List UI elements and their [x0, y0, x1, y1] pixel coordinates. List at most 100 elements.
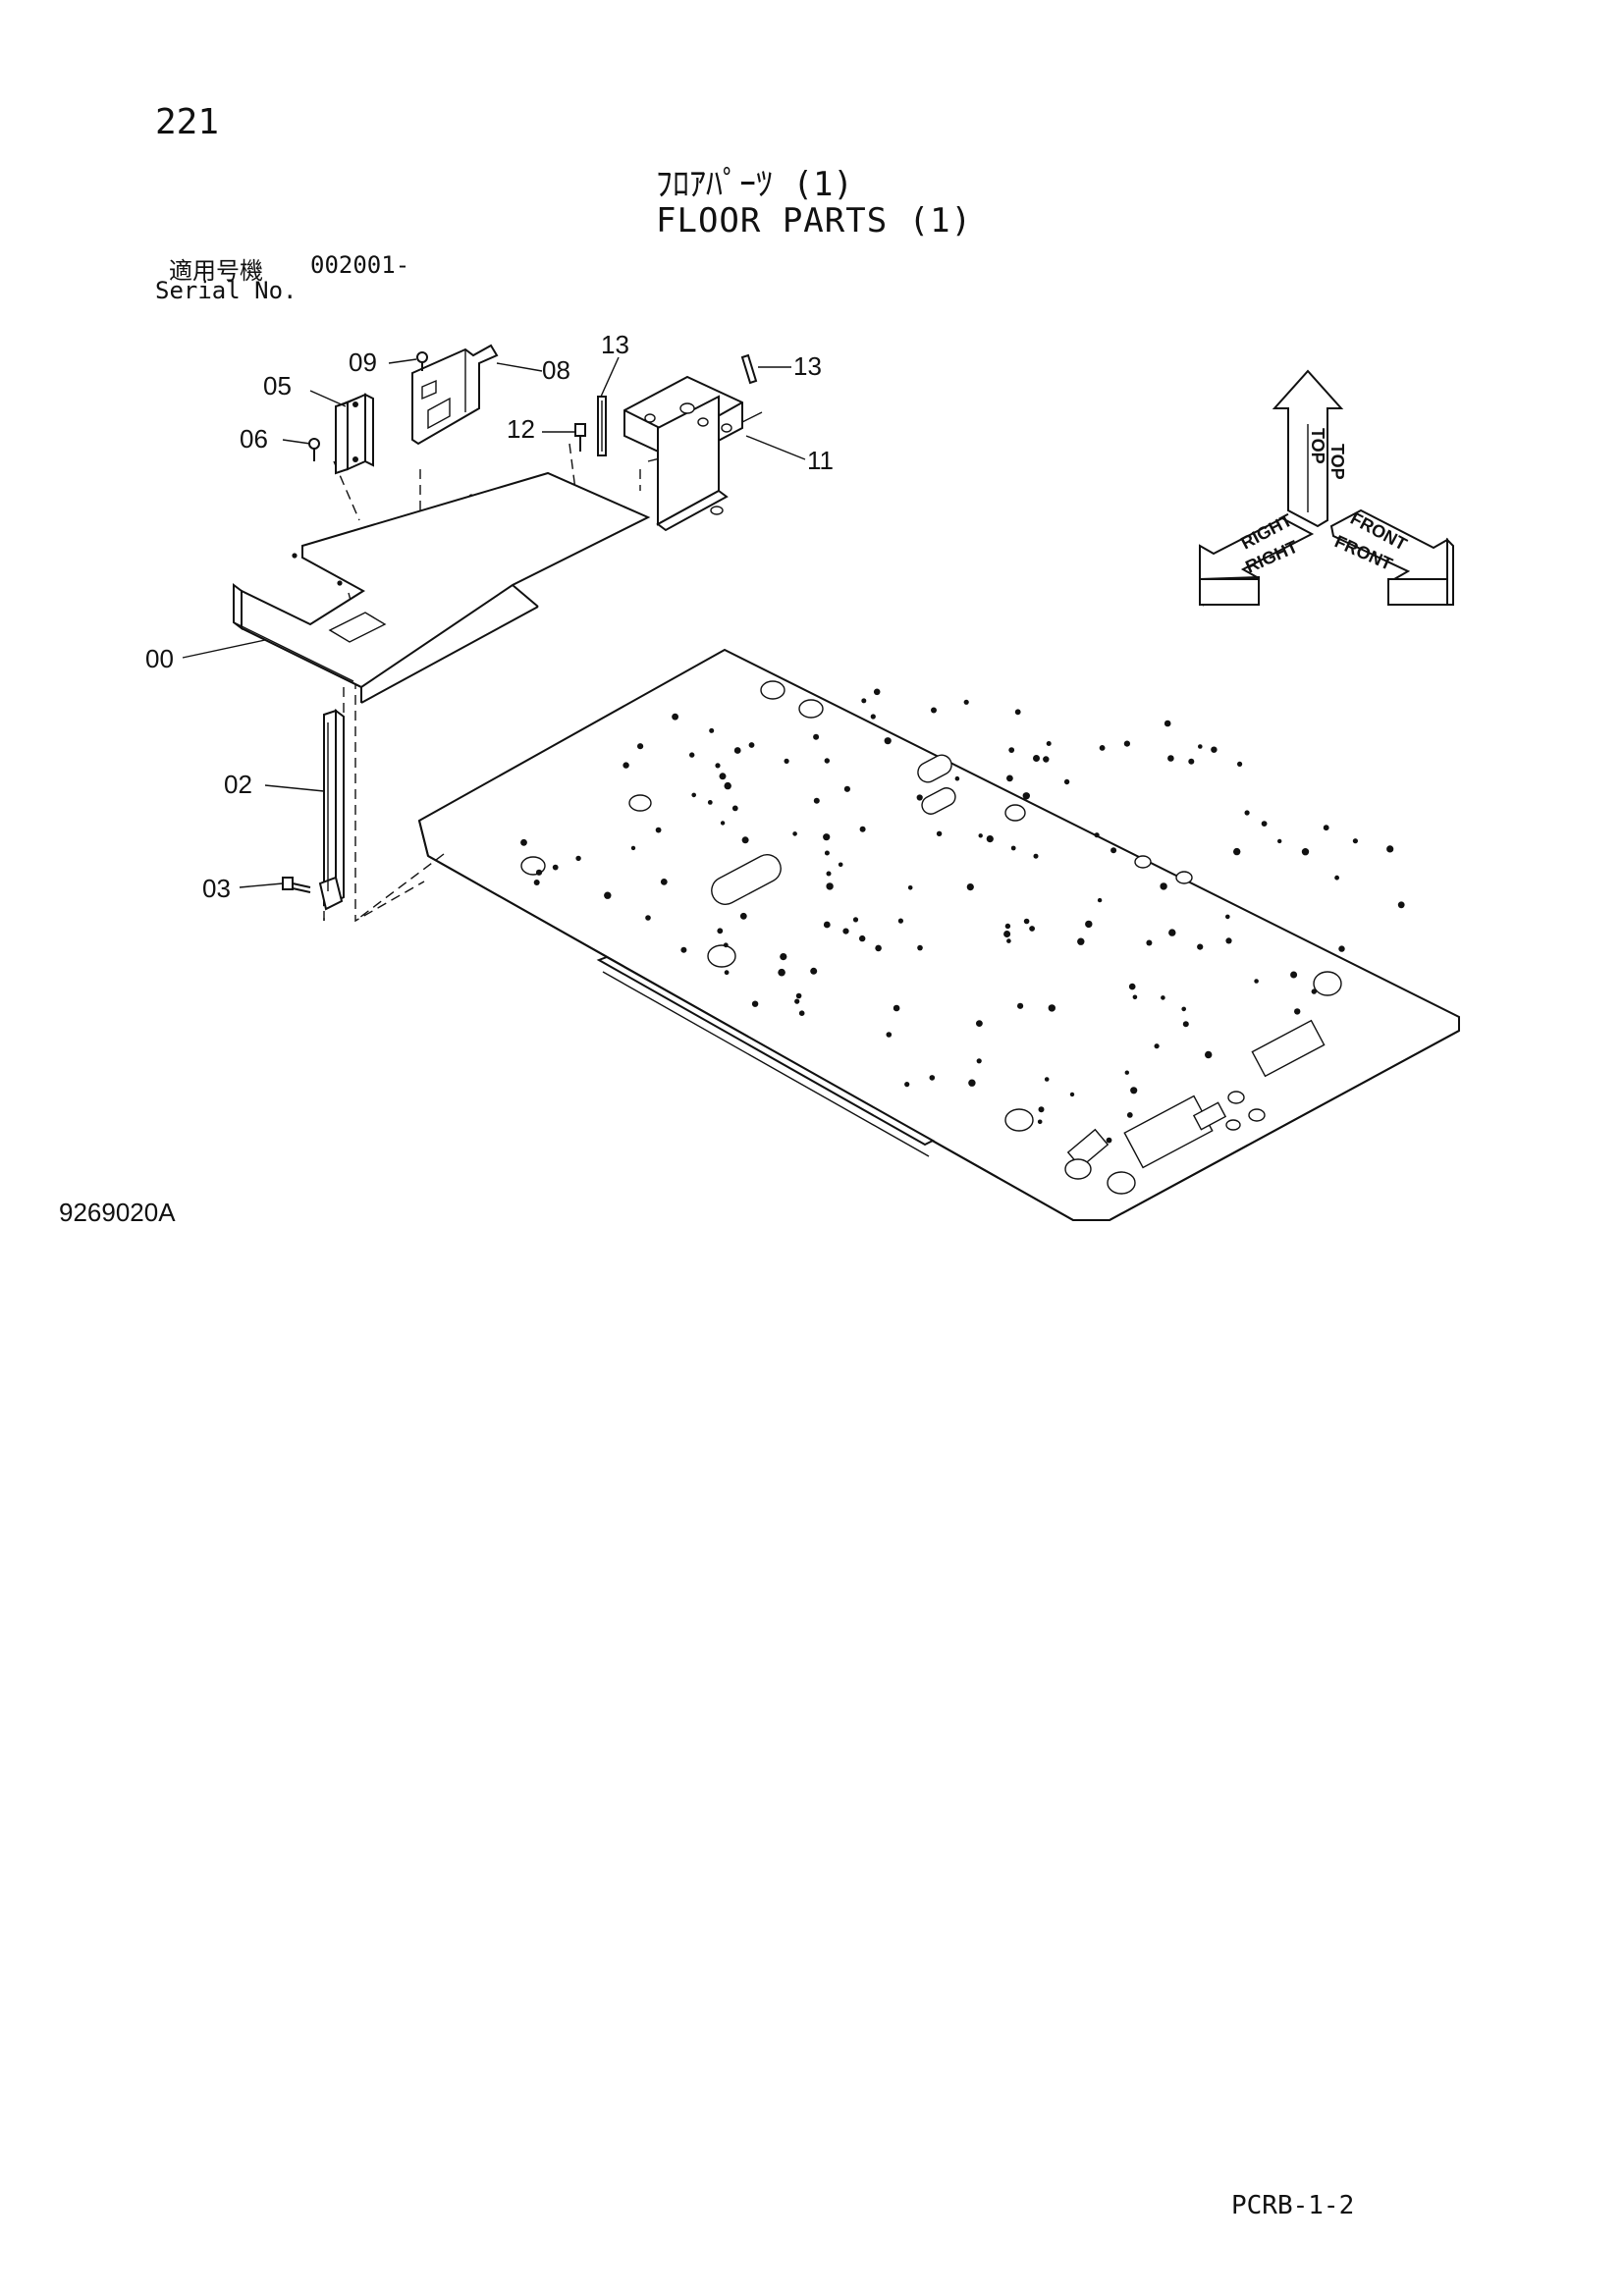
plate-hole	[792, 831, 797, 836]
part-13-strip-left	[597, 396, 607, 456]
plate-hole	[859, 934, 866, 942]
label-part-06: 06	[240, 424, 268, 454]
plate-hole	[723, 942, 729, 948]
orientation-top-left: TOP	[1308, 428, 1327, 464]
plate-hole	[823, 833, 831, 841]
serial-label-japanese: 適用号機	[169, 257, 263, 285]
plate-hole	[1205, 1050, 1213, 1059]
page-code: PCRB-1-2	[1231, 2191, 1355, 2220]
plate-hole	[1124, 1070, 1130, 1075]
label-part-11: 11	[807, 446, 834, 475]
bracket-hole	[292, 553, 298, 559]
plate-hole	[1077, 937, 1085, 945]
plate-hole	[873, 688, 881, 696]
plate-hole	[1132, 994, 1138, 1000]
plate-hole	[870, 714, 876, 720]
plate-hole	[1106, 1137, 1112, 1144]
part-11-box-bracket	[623, 375, 763, 532]
plate-hole	[1311, 988, 1318, 994]
plate-hole	[1126, 1112, 1133, 1118]
plate-hole	[655, 827, 662, 833]
plate-hole	[1188, 758, 1195, 765]
plate-hole	[1022, 792, 1031, 800]
plate-hole	[1123, 740, 1130, 747]
plate-hole	[1128, 983, 1136, 990]
plate-hole	[1197, 943, 1204, 950]
plate-hole	[1254, 979, 1259, 984]
plate-hole	[575, 855, 581, 862]
plate-hole	[1010, 845, 1016, 851]
plate-hole	[916, 794, 923, 801]
plate-hole	[1003, 931, 1011, 937]
plate-hole	[1244, 810, 1250, 816]
plate-hole	[1006, 938, 1011, 943]
plate-hole	[1161, 995, 1165, 1000]
plate-hole	[978, 833, 983, 838]
part-02-support-bar	[318, 709, 345, 911]
plate-hole	[1397, 901, 1405, 909]
serial-label: Serial No.	[155, 277, 298, 304]
plate-hole	[715, 763, 721, 769]
page-number: 221	[155, 102, 220, 142]
page-title: FLOOR PARTS (1)	[656, 201, 973, 240]
plate-hole	[886, 1032, 893, 1038]
plate-hole	[1168, 929, 1176, 936]
plate-hole	[1294, 1008, 1301, 1015]
plate-hole	[724, 781, 731, 790]
plate-hole	[689, 752, 695, 758]
plate-hole	[1386, 845, 1394, 853]
plate-hole	[1048, 1004, 1056, 1012]
plate-hole	[1017, 1002, 1024, 1009]
part-00-bracket-plate	[233, 471, 651, 704]
plate-hole	[861, 698, 867, 704]
plate-hole	[1044, 1077, 1050, 1082]
plate-hole	[884, 737, 892, 745]
label-part-05: 05	[263, 371, 292, 400]
plate-hole	[623, 762, 629, 769]
plate-hole	[1038, 1106, 1045, 1113]
plate-hole	[1182, 1021, 1189, 1028]
plate-hole	[552, 864, 559, 871]
plate-hole	[968, 1079, 976, 1087]
plate-hole	[976, 1020, 983, 1027]
plate-hole	[1164, 720, 1171, 727]
orientation-top-right: TOP	[1327, 444, 1347, 480]
plate-hole	[976, 1058, 982, 1064]
plate-hole	[897, 918, 904, 924]
plate-hole	[637, 743, 644, 750]
plate-hole	[533, 880, 540, 885]
part-13-clip-right	[740, 353, 758, 385]
plate-hole	[1154, 1043, 1160, 1049]
plate-hole	[680, 946, 687, 953]
label-part-13-right: 13	[793, 351, 822, 381]
plate-hole	[751, 1000, 759, 1007]
plate-hole	[907, 885, 913, 890]
label-part-12: 12	[507, 414, 535, 444]
plate-hole	[875, 944, 882, 952]
plate-hole	[1043, 756, 1050, 763]
plate-hole	[813, 797, 820, 804]
plate-hole	[520, 838, 527, 846]
plate-hole	[719, 773, 727, 780]
plate-hole	[741, 836, 749, 844]
plate-hole	[1085, 920, 1093, 929]
plate-hole	[1233, 847, 1241, 856]
plate-hole	[794, 998, 800, 1004]
page-title-japanese: ﾌﾛｱﾊﾟｰﾂ (1)	[656, 165, 853, 204]
plate-hole	[904, 1082, 910, 1088]
plate-hole	[733, 747, 741, 754]
plate-hole	[1023, 918, 1030, 925]
plate-hole	[1029, 926, 1035, 932]
part-12-bolt	[574, 423, 586, 452]
plate-hole	[1006, 774, 1013, 782]
plate-hole	[731, 805, 738, 812]
plate-hole	[778, 968, 785, 977]
plate-hole	[1198, 744, 1203, 749]
plate-hole	[535, 869, 543, 876]
plate-hole	[917, 944, 923, 951]
plate-hole	[1033, 853, 1039, 859]
plate-hole	[784, 758, 789, 765]
plate-hole	[810, 967, 818, 975]
plate-hole	[842, 928, 849, 934]
